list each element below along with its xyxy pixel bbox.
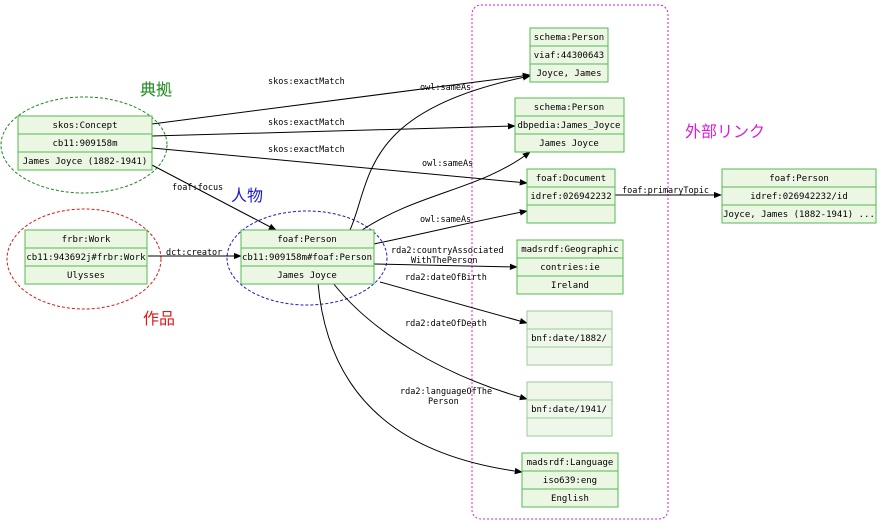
edge-label-concept-dbpedia: skos:exactMatch (268, 118, 345, 128)
node-madsrdf-language: madsrdf:Language iso639:eng English (521, 452, 619, 508)
node-skos-concept-id: cb11:909158m (52, 139, 117, 149)
node-skos-concept-label: James Joyce (1882-1941) (23, 157, 148, 167)
node-frbr-work: frbr:Work cb11:943692j#frbr:Work Ulysses (24, 229, 148, 285)
edge-label-person-viaf: owl:sameAs (420, 83, 471, 93)
node-death-id: bnf:date/1941/ (531, 405, 607, 415)
edges: skos:exactMatch skos:exactMatch skos:exa… (148, 72, 722, 475)
edge-label-person-dbpedia: owl:sameAs (422, 159, 473, 169)
edge-person-language (317, 282, 523, 475)
edge-concept-dbpedia (151, 122, 516, 137)
node-schema-person-viaf: schema:Person viaf:44300643 Joyce, James (529, 27, 609, 83)
edge-label-person-language-2: Person (428, 397, 459, 407)
node-foaf-document: foaf:Document idref:026942232 (526, 168, 616, 224)
node-schema-viaf-type: schema:Person (534, 33, 604, 43)
node-birth-id: bnf:date/1882/ (531, 334, 607, 344)
edge-label-person-document: owl:sameAs (420, 215, 471, 225)
edge-label-person-birth: rda2:dateOfBirth (405, 273, 487, 283)
edge-label-concept-viaf: skos:exactMatch (268, 77, 345, 87)
edge-label-concept-document: skos:exactMatch (268, 145, 345, 155)
node-foaf-person-external: foaf:Person idref:026942232/id Joyce, Ja… (721, 168, 877, 224)
node-frbr-work-id: cb11:943692j#frbr:Work (26, 253, 146, 263)
node-bnf-date-1882: bnf:date/1882/ (526, 310, 613, 366)
node-skos-concept: skos:Concept cb11:909158m James Joyce (1… (17, 115, 153, 171)
node-language-id: iso639:eng (543, 476, 597, 486)
node-schema-dbpedia-label: James Joyce (539, 139, 599, 149)
edge-label-person-language-1: rda2:languageOfThe (400, 387, 492, 397)
work-label: 作品 (143, 309, 175, 328)
work-group-ellipse (6, 208, 162, 310)
authority-group-ellipse (0, 96, 168, 194)
edge-person-dbpedia (361, 151, 531, 231)
node-geographic-id: contries:ie (540, 263, 600, 273)
node-foaf-person-id: cb11:909158m#foaf:Person (242, 253, 372, 263)
edge-concept-viaf (151, 72, 531, 125)
node-foaf-document-id: idref:026942232 (530, 192, 611, 202)
node-language-label: English (551, 494, 589, 504)
node-madsrdf-geographic: madsrdf:Geographic contries:ie Ireland (516, 239, 624, 295)
person-label: 人物 (231, 186, 263, 205)
node-foaf-person-type: foaf:Person (277, 235, 337, 245)
edge-person-viaf (349, 74, 531, 231)
edge-label-concept-person: foaf:focus (172, 183, 223, 193)
node-foaf-external-type: foaf:Person (769, 174, 829, 184)
node-schema-dbpedia-type: schema:Person (534, 103, 604, 113)
node-language-type: madsrdf:Language (527, 458, 614, 468)
external-links-label: 外部リンク (685, 122, 765, 141)
edge-person-birth (379, 281, 528, 325)
node-geographic-type: madsrdf:Geographic (521, 245, 619, 255)
node-schema-viaf-id: viaf:44300643 (534, 51, 604, 61)
edge-person-geographic (373, 263, 518, 271)
edge-label-work-person: dct:creator (166, 248, 222, 258)
node-foaf-person-label: James Joyce (277, 271, 337, 281)
node-foaf-external-id: idref:026942232/id (750, 192, 848, 202)
node-schema-viaf-label: Joyce, James (536, 69, 601, 79)
edge-person-death (332, 282, 528, 401)
external-links-boundary (471, 4, 669, 520)
edge-label-person-geographic-1: rda2:countryAssociated (391, 246, 504, 256)
node-skos-concept-type: skos:Concept (52, 121, 117, 131)
edge-label-person-death: rda2:dateOfDeath (405, 319, 487, 329)
edge-label-document-foaf: foaf:primaryTopic (622, 186, 709, 196)
edge-person-document (373, 209, 528, 245)
edge-label-person-geographic-2: WithThePerson (411, 256, 478, 266)
node-frbr-work-type: frbr:Work (62, 235, 111, 245)
node-foaf-external-label: Joyce, James (1882-1941) ... (723, 210, 875, 220)
node-foaf-document-type: foaf:Document (536, 174, 606, 184)
node-frbr-work-label: Ulysses (67, 271, 105, 281)
node-bnf-date-1941: bnf:date/1941/ (526, 381, 613, 437)
node-schema-person-dbpedia: schema:Person dbpedia:James_Joyce James … (514, 97, 625, 153)
node-foaf-person: foaf:Person cb11:909158m#foaf:Person Jam… (240, 229, 375, 285)
authority-label: 典拠 (140, 80, 172, 99)
node-geographic-label: Ireland (551, 281, 589, 291)
node-schema-dbpedia-id: dbpedia:James_Joyce (518, 121, 621, 131)
person-group-ellipse (226, 210, 388, 306)
edge-concept-document (151, 147, 528, 186)
edge-concept-person (149, 163, 277, 231)
